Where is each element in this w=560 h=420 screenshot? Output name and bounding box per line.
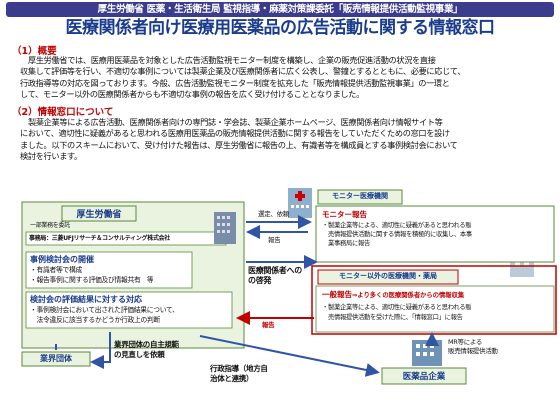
case-meeting-item: ・有識者等で構成 — [30, 266, 82, 274]
section2-line: 検討を行います。 — [20, 151, 82, 162]
evaluation-item: 法令違反に該当するかどうか行政上の判断 — [30, 316, 160, 324]
admin-guidance-arrow — [199, 335, 380, 377]
section1-line: 厚生労働省では、医療用医薬品を対象とした広告活動監視モニター制度を構築し、企業の… — [28, 55, 436, 65]
section1-body: 厚生労働省では、医療用医薬品を対象とした広告活動監視モニター制度を構築し、企業の… — [20, 55, 552, 101]
admin-note-line: 行政指導（地方自 — [210, 364, 268, 373]
section1-line: 行政指導等の対応を図っております。今般、広告活動監視モニター制度を拡充した「販売… — [20, 77, 450, 88]
section2-body: 製薬企業等による広告活動、医療関係者向けの専門誌・学会誌、製薬企業ホームページ、… — [20, 117, 552, 163]
mhlw-building-icon — [214, 212, 236, 244]
other-org-tab-label: モニター以外の医療機関・薬局 — [339, 272, 437, 280]
mr-note-line: MR等による — [448, 338, 483, 346]
section1-line: して、モニター以外の医療関係者からも不適切な事例の報告を広く受け付けることとなり… — [20, 89, 364, 100]
other-org-box — [315, 285, 555, 333]
awareness-line: 医療関係者への — [248, 266, 302, 275]
section1-line: 収集して評価等を行い、不適切な事例については製薬企業及び医療関係者に広く公表し、… — [20, 66, 466, 77]
section2-heading: （2）情報窓口について — [12, 107, 114, 118]
industry-note-line: 業界団体の自主規範 — [114, 340, 179, 349]
pharma-building-icon — [412, 340, 442, 366]
evaluation-title: 検討会の評価結果に対する対応 — [30, 295, 142, 304]
mhlw-title: 厚生労働省 — [76, 210, 122, 220]
pharma-title: 医薬品企業 — [402, 372, 446, 382]
other-org-tab — [317, 269, 459, 285]
hospital-building-icon — [288, 188, 312, 218]
monitor-org-tab — [317, 189, 403, 205]
mhlw-title-box — [61, 205, 137, 222]
industry-note: 業界団体の自主規範 の見直しを依頼 — [114, 340, 179, 360]
monitor-report-item: ・製薬企業等による、適切性に疑義があると思われる販 — [322, 222, 472, 229]
monitor-org-box — [315, 205, 555, 263]
general-report-label: 報告 — [262, 321, 275, 329]
industry-group-title: 業界団体 — [40, 354, 72, 363]
mr-note-line: 販売情報提供活動 — [448, 347, 498, 355]
general-report-prefix: 一般報告 — [322, 290, 352, 299]
monitor-report-title: モニター報告 — [322, 210, 367, 219]
section2-line: において、適切性に疑義があると思われる医療用医薬品の販売情報提供活動に関する報告… — [20, 128, 450, 139]
industry-note-line: の見直しを依頼 — [114, 350, 165, 359]
section2-line: 製薬企業等による広告活動、医療関係者向けの専門誌・学会誌、製薬企業ホームページ、… — [28, 117, 443, 127]
awareness-line: の啓発 — [248, 276, 272, 285]
header-banner: 厚生労働省 医薬・生活衛生局 監視指導・麻薬対策課委託「販売情報提供活動監視事業… — [6, 2, 554, 17]
monitor-report-item: 業事務局に報告 — [322, 240, 370, 247]
monitor-org-tab-label: モニター医療機関 — [332, 192, 388, 200]
general-report-item: ・製薬企業等による、適切性に疑義があると思われる販 — [322, 304, 472, 311]
evaluation-item: ・事例検討会において出された評価結果について、 — [30, 306, 179, 314]
monitor-report-item: 売情報提供活動に関する情報を積極的に収集し、本事 — [322, 231, 472, 238]
selection-label: 選定、依頼 — [258, 210, 290, 218]
awareness-label: 医療関係者への の啓発 — [248, 266, 302, 286]
page-title: 医療関係者向け医療用医薬品の広告活動に関する情報窓口 — [65, 18, 496, 38]
admin-note: 行政指導（地方自 治体と連携） — [210, 364, 268, 384]
industry-arrow — [90, 332, 111, 369]
general-report-suffix: ⇒より多くの医療関係者からの情報収集 — [352, 292, 465, 299]
case-meeting-title: 事例検討会の開催 — [30, 255, 94, 264]
section1-heading: （1）概要 — [12, 46, 57, 57]
pharma-box — [381, 367, 467, 385]
mr-note: MR等による 販売情報提供活動 — [448, 338, 498, 356]
evaluation-box — [25, 291, 233, 329]
admin-note-line: 治体と連携） — [210, 374, 254, 383]
case-meeting-item: ・報告事例に関する評価及び情報共有 等 — [30, 276, 154, 284]
contractor-label: 事務局：三菱UFJリサーチ＆コンサルティング株式会社 — [29, 235, 171, 242]
general-report-item: 売情報提供活動を受けた際に、「情報窓口」に報告 — [322, 314, 463, 321]
report-label: 報告 — [268, 236, 281, 244]
section2-line: ました。以下のスキームにおいて、受け付けた報告は、厚生労働省に報告の上、有識者等… — [20, 139, 458, 150]
mhlw-sub: 一部業務を委託 — [30, 222, 70, 229]
case-meeting-box — [25, 251, 193, 289]
general-report-title: 一般報告⇒より多くの医療関係者からの情報収集 — [322, 289, 464, 300]
